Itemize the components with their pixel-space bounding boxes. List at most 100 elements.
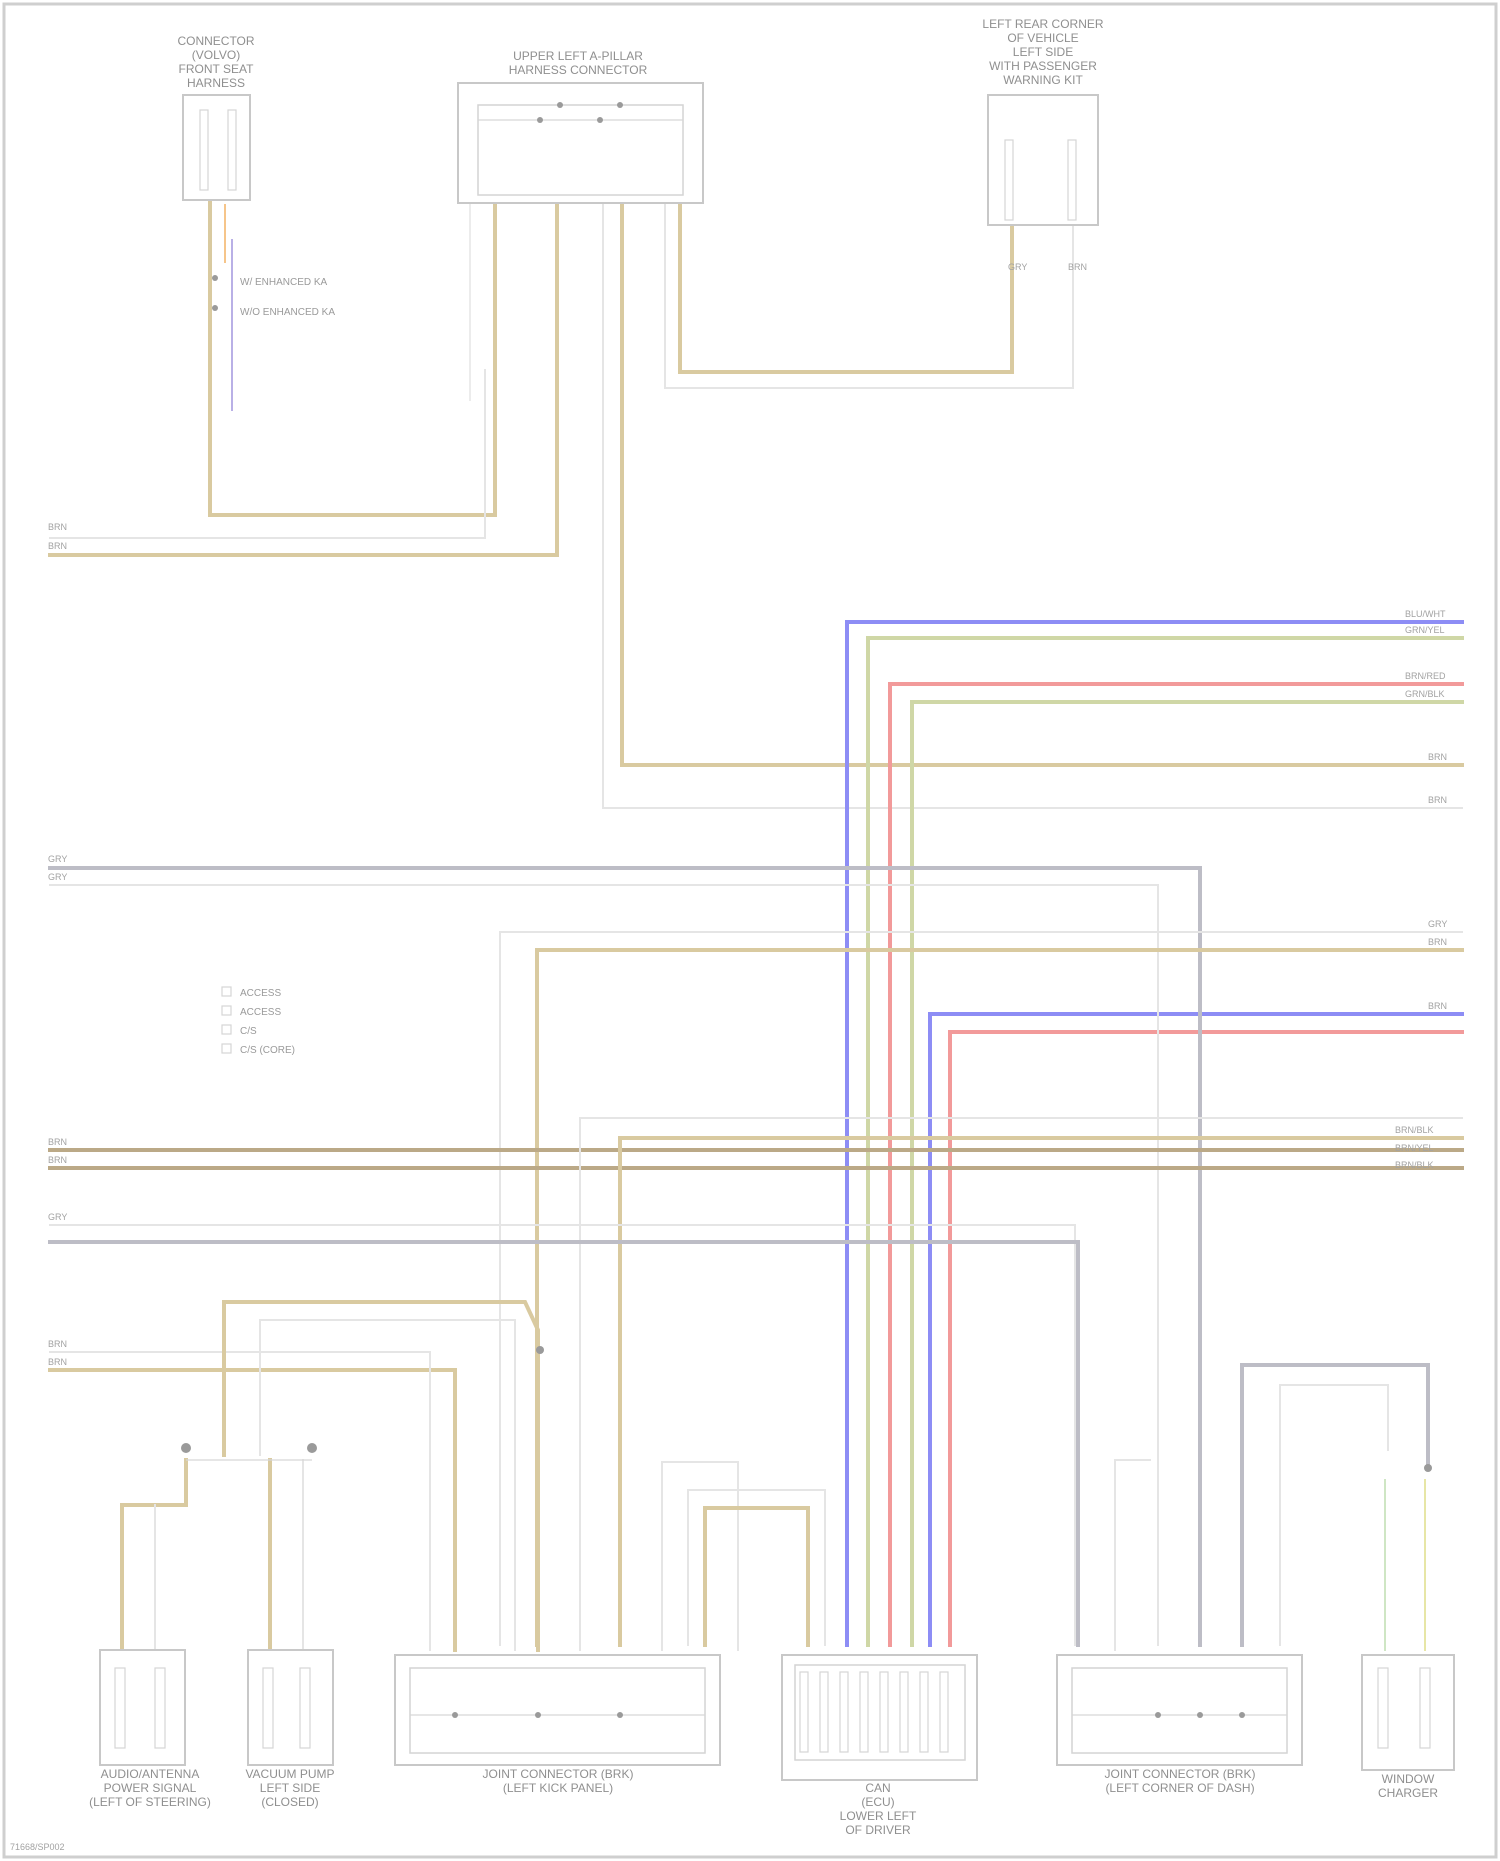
diagram-shape	[452, 1712, 458, 1718]
c6-label-1: JOINT CONNECTOR (BRK)	[483, 1767, 634, 1781]
wire-tan-bus-3-thin	[580, 1118, 1462, 1645]
wire-label-23: GRY	[48, 872, 67, 882]
c1-label-3: FRONT SEAT	[179, 62, 255, 76]
wire-label-17: BRN/BLK	[1395, 1160, 1434, 1170]
c5-body	[248, 1650, 333, 1765]
wire-c1-to-apillar	[210, 200, 495, 515]
wire-label-18: GRY	[48, 1212, 67, 1222]
wire-label-19: BRN	[48, 1339, 67, 1349]
diagram-shape	[1239, 1712, 1245, 1718]
connector-c2: UPPER LEFT A-PILLAR HARNESS CONNECTOR	[458, 49, 703, 203]
diagram-shape	[536, 1346, 544, 1354]
c9-body	[1362, 1655, 1454, 1770]
wire-label-2: BRN	[48, 541, 67, 551]
wire-label-14: BRN	[1428, 1001, 1447, 1011]
connector-c9: WINDOW CHARGER	[1362, 1655, 1454, 1800]
wire-label-21: GRY	[1008, 262, 1027, 272]
wire-label-10: BRN	[1428, 752, 1447, 762]
wire-blue-1	[847, 622, 1462, 1645]
c6-body	[395, 1655, 720, 1765]
connector-c4: AUDIO/ANTENNA POWER SIGNAL (LEFT OF STEE…	[89, 1650, 211, 1809]
legend-c: C/S	[240, 1026, 257, 1037]
wire-apillar-to-rear	[680, 205, 1012, 372]
wire-apillar-down-thin	[603, 205, 1462, 808]
connector-c3: LEFT REAR CORNER OF VEHICLE LEFT SIDE WI…	[982, 17, 1103, 225]
c7-label-1: CAN	[865, 1781, 890, 1795]
diagram-shape	[557, 102, 563, 108]
wire-joint2-thin	[1115, 1460, 1150, 1650]
wire-label-1: BRN	[48, 522, 67, 532]
c1-body	[183, 95, 250, 200]
c7-label-2: (ECU)	[861, 1795, 894, 1809]
wire-left-grey-2	[50, 1242, 1078, 1645]
diagram-shape	[597, 117, 603, 123]
diagram-shape	[617, 1712, 623, 1718]
diagram-shape	[1155, 1712, 1161, 1718]
wire-label-13: BRN	[1428, 937, 1447, 947]
legend: ACCESS ACCESS C/S C/S (CORE)	[222, 987, 295, 1056]
c5-label-1: VACUUM PUMP	[245, 1767, 334, 1781]
c7-label-3: LOWER LEFT	[840, 1809, 917, 1823]
c4-label-1: AUDIO/ANTENNA	[101, 1767, 200, 1781]
wire-tan-bus-thin	[500, 932, 1462, 1645]
c4-body	[100, 1650, 185, 1765]
wire-label-16: BRN/YEL	[1395, 1143, 1434, 1153]
diagram-shape	[181, 1443, 191, 1453]
wire-red-1	[890, 684, 1462, 1645]
wire-label-11: BRN	[1428, 795, 1447, 805]
c8-body	[1057, 1655, 1302, 1765]
wire-loop-ecu-thin	[688, 1490, 825, 1645]
c6-label-2: (LEFT KICK PANEL)	[503, 1781, 613, 1795]
wire-blue-2	[930, 1014, 1462, 1645]
wire-label-15: BRN/BLK	[1395, 1125, 1434, 1135]
c3-label-3: LEFT SIDE	[1013, 45, 1073, 59]
diagram-shape	[212, 305, 218, 311]
wire-tan-2	[868, 638, 1462, 1645]
footer-id: 71668/SP002	[10, 1842, 65, 1852]
diagram-shape	[212, 275, 218, 281]
wire-label-6: BLU/WHT	[1405, 609, 1446, 619]
wire-window-loop-thin	[1280, 1385, 1388, 1645]
c1-label-4: HARNESS	[187, 76, 245, 90]
diagram-shape	[307, 1443, 317, 1453]
wire-c1-left-tail	[50, 370, 485, 538]
wire-label-4: BRN	[48, 1137, 67, 1147]
diagram-shape	[535, 1712, 541, 1718]
c2-label-1: UPPER LEFT A-PILLAR	[513, 49, 643, 63]
diagram-shape	[617, 102, 623, 108]
c8-label-1: JOINT CONNECTOR (BRK)	[1105, 1767, 1256, 1781]
c4-label-3: (LEFT OF STEERING)	[89, 1795, 211, 1809]
wire-tan-bus-3	[620, 1138, 1462, 1645]
c1-label-1: CONNECTOR	[177, 34, 254, 48]
diagram-shape	[222, 987, 231, 996]
wire-label-7: GRN/YEL	[1405, 625, 1445, 635]
diagram-frame	[4, 4, 1496, 1857]
c2-body	[458, 83, 703, 203]
diagram-shape	[1197, 1712, 1203, 1718]
c3-label-2: OF VEHICLE	[1007, 31, 1078, 45]
c4-label-2: POWER SIGNAL	[104, 1781, 197, 1795]
wire-label-5: BRN	[48, 1155, 67, 1165]
wire-window-loop	[1242, 1365, 1428, 1645]
diagram-shape	[222, 1025, 231, 1034]
wire-label-3: GRY	[48, 854, 67, 864]
note-1: W/ ENHANCED KA	[240, 277, 328, 288]
legend-a: ACCESS	[240, 988, 281, 999]
diagram-shape	[537, 117, 543, 123]
wire-tan-bus	[537, 950, 1462, 1645]
legend-d: C/S (CORE)	[240, 1045, 295, 1056]
c5-label-3: (CLOSED)	[261, 1795, 318, 1809]
wire-green-1	[912, 702, 1462, 1645]
c3-label-1: LEFT REAR CORNER	[982, 17, 1103, 31]
diagram-shape	[1424, 1464, 1432, 1472]
wire-left-thin-lower	[50, 1352, 430, 1650]
option-notes: W/ ENHANCED KA W/O ENHANCED KA	[240, 277, 335, 318]
connector-c8: JOINT CONNECTOR (BRK) (LEFT CORNER OF DA…	[1057, 1655, 1302, 1795]
wire-label-8: BRN/RED	[1405, 671, 1446, 681]
wire-label-20: BRN	[48, 1357, 67, 1367]
wire-apillar-down	[622, 205, 1462, 765]
c5-label-2: LEFT SIDE	[260, 1781, 320, 1795]
wire-label-22: BRN	[1068, 262, 1087, 272]
c3-label-4: WITH PASSENGER	[989, 59, 1097, 73]
